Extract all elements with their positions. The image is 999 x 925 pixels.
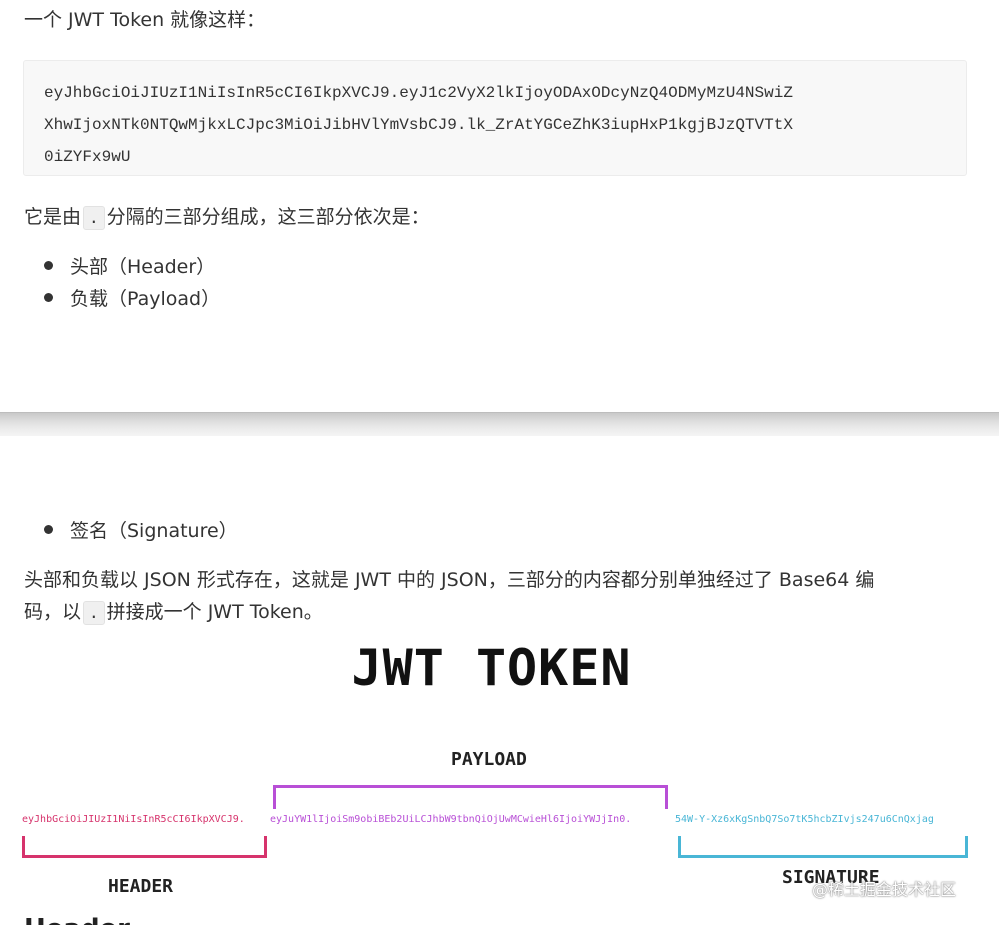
list-item-label: 负载（Payload）	[70, 288, 221, 310]
jwt-token-figure: JWT TOKEN PAYLOAD eyJhbGciOiJIUzI1NiIsIn…	[0, 640, 999, 925]
bullet-icon	[44, 261, 53, 270]
header-bracket	[22, 836, 267, 858]
token-code-block: eyJhbGciOiJIUzI1NiIsInR5cCI6IkpXVCJ9.eyJ…	[23, 60, 967, 176]
payload-bracket	[273, 785, 668, 809]
list-item-label: 头部（Header）	[70, 256, 216, 278]
screenshot-divider	[0, 412, 999, 436]
header-token-text: eyJhbGciOiJIUzI1NiIsInR5cCI6IkpXVCJ9.	[22, 814, 245, 825]
header-label: HEADER	[108, 876, 174, 897]
explain-text-before: 码，以	[24, 601, 82, 623]
payload-label: PAYLOAD	[451, 749, 527, 770]
list-item-label: 签名（Signature）	[70, 520, 238, 542]
separator-text-before: 它是由	[24, 206, 82, 228]
intro-paragraph: 一个 JWT Token 就像这样：	[24, 9, 266, 31]
list-item-payload: 负载（Payload）	[44, 284, 220, 315]
list-item-signature: 签名（Signature）	[44, 516, 238, 547]
section-heading: Header	[24, 914, 130, 925]
code-line: 0iZYFx9wU	[44, 148, 131, 166]
site-watermark: @稀土掘金技术社区	[812, 880, 957, 899]
separator-text-after: 分隔的三部分组成，这三部分依次是：	[106, 206, 430, 228]
explain-text-after: 拼接成一个 JWT Token。	[106, 601, 323, 623]
explain-paragraph-line2: 码，以.拼接成一个 JWT Token。	[24, 597, 323, 628]
code-line: XhwIjoxNTk0NTQwMjkxLCJpc3MiOiJibHVlYmVsb…	[44, 116, 793, 134]
figure-title: JWT TOKEN	[351, 639, 632, 697]
list-item-header: 头部（Header）	[44, 252, 215, 283]
explain-paragraph-line1: 头部和负载以 JSON 形式存在，这就是 JWT 中的 JSON，三部分的内容都…	[24, 569, 875, 591]
bullet-icon	[44, 293, 53, 302]
signature-bracket	[678, 836, 968, 858]
separator-paragraph: 它是由.分隔的三部分组成，这三部分依次是：	[24, 202, 430, 233]
inline-code-dot: .	[83, 601, 105, 625]
inline-code-dot: .	[83, 206, 105, 230]
code-line: eyJhbGciOiJIUzI1NiIsInR5cCI6IkpXVCJ9.eyJ…	[44, 84, 793, 102]
signature-token-text: 54W-Y-Xz6xKgSnbQ7So7tK5hcbZIvjs247u6CnQx…	[675, 814, 934, 825]
bullet-icon	[44, 525, 53, 534]
payload-token-text: eyJuYW1lIjoiSm9obiBEb2UiLCJhbW9tbnQiOjUw…	[270, 814, 632, 825]
signature-label: SIGNATURE	[782, 867, 880, 888]
